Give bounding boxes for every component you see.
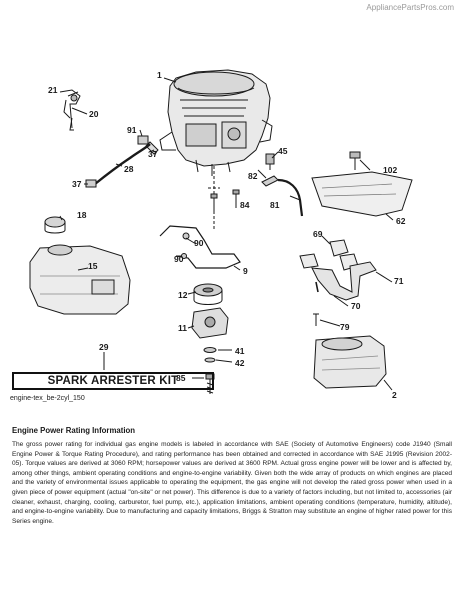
callout-37a: 37 xyxy=(148,149,158,159)
watermark: AppliancePartsPros.com xyxy=(366,3,454,12)
callout-71: 71 xyxy=(394,276,404,286)
callout-20: 20 xyxy=(89,109,99,119)
info-body: The gross power rating for individual ga… xyxy=(12,441,452,525)
callout-102: 102 xyxy=(383,165,397,175)
heat-shield-part[interactable] xyxy=(311,171,413,217)
info-title: Engine Power Rating Information xyxy=(12,426,136,435)
fuel-cap-part[interactable] xyxy=(44,216,66,234)
bolt-102-part[interactable] xyxy=(349,151,361,170)
callout-1: 1 xyxy=(157,70,162,80)
callout-85: 85 xyxy=(176,373,186,383)
callout-29: 29 xyxy=(99,342,109,352)
callout-37b: 37 xyxy=(72,179,82,189)
callout-79: 79 xyxy=(340,322,350,332)
washer-42-part[interactable] xyxy=(204,357,216,363)
bolt-85-part[interactable] xyxy=(205,373,215,394)
callout-11: 11 xyxy=(178,323,187,333)
exhaust-gasket-part[interactable] xyxy=(299,239,359,271)
callout-18: 18 xyxy=(77,210,87,220)
callout-91: 91 xyxy=(127,125,137,135)
callout-15: 15 xyxy=(88,261,98,271)
fuel-tank-part[interactable] xyxy=(29,244,131,315)
breather-tube-part[interactable] xyxy=(261,175,304,217)
engine-part[interactable] xyxy=(159,69,273,176)
exhaust-tube-part[interactable] xyxy=(315,281,319,293)
bolt-84-part[interactable] xyxy=(210,189,240,212)
bolt-79-part[interactable] xyxy=(313,313,319,326)
callout-90b: 90 xyxy=(174,254,184,264)
throttle-cable-part[interactable] xyxy=(159,225,241,269)
callout-82: 82 xyxy=(248,171,258,181)
callout-2: 2 xyxy=(392,390,397,400)
clutch-part[interactable] xyxy=(191,307,229,339)
callout-69: 69 xyxy=(313,229,323,239)
file-tag: engine-tex_be-2cyl_150 xyxy=(10,395,85,402)
callout-90a: 90 xyxy=(194,238,204,248)
parts-diagram: 1 21 20 91 37 28 37 45 102 82 84 81 62 1… xyxy=(29,69,413,400)
callout-12: 12 xyxy=(178,290,188,300)
callout-21: 21 xyxy=(48,85,58,95)
exhaust-pipe-part[interactable] xyxy=(311,261,377,301)
callout-41: 41 xyxy=(235,346,245,356)
callout-62: 62 xyxy=(396,216,406,226)
pulley-part[interactable] xyxy=(193,283,223,305)
washer-41-part[interactable] xyxy=(203,347,217,353)
spark-plug-part[interactable] xyxy=(265,153,275,170)
callout-42: 42 xyxy=(235,358,245,368)
callout-45: 45 xyxy=(278,146,288,156)
throttle-bracket-part[interactable] xyxy=(59,89,81,131)
fuel-line-part[interactable] xyxy=(94,143,151,185)
callout-70: 70 xyxy=(351,301,361,311)
muffler-part[interactable] xyxy=(313,335,387,389)
callout-9: 9 xyxy=(243,266,248,276)
callout-84: 84 xyxy=(240,200,250,210)
spark-arrester-kit-label[interactable]: SPARK ARRESTER KIT xyxy=(12,372,214,390)
callout-81: 81 xyxy=(270,200,280,210)
callout-28: 28 xyxy=(124,164,134,174)
